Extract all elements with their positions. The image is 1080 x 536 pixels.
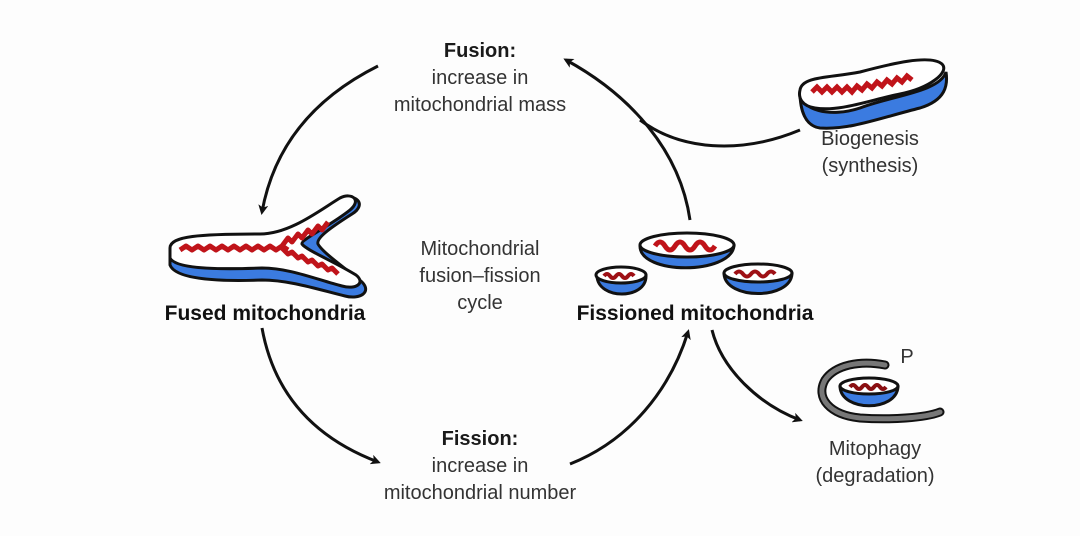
fission-heading: Fission: xyxy=(441,428,519,450)
mitochondrion-large xyxy=(638,231,736,270)
fusion-line-1: increase in xyxy=(431,67,529,89)
cycle-label: Mitochondrial fusion–fission cycle xyxy=(380,236,580,317)
biogenesis-line-2: (synthesis) xyxy=(821,155,919,177)
fission-line-2: mitochondrial number xyxy=(383,482,577,504)
cycle-line-1: Mitochondrial xyxy=(420,238,540,260)
phosphate-marker: P xyxy=(900,346,914,368)
biogenesis-label: Biogenesis (synthesis) xyxy=(790,126,950,180)
biogenesis-mitochondrion-icon xyxy=(798,58,949,130)
mitophagy-line-2: (degradation) xyxy=(815,465,935,487)
fissioned-label: Fissioned mitochondria xyxy=(576,302,814,325)
mitophagy-label: Mitophagy (degradation) xyxy=(790,436,960,490)
fusion-label: Fusion: increase in mitochondrial mass xyxy=(360,38,600,119)
cristae xyxy=(178,220,340,276)
arrow-fission-to-fissioned xyxy=(569,329,691,466)
fused-mitochondria-icon xyxy=(168,194,368,299)
arrow-fusion-to-fused xyxy=(258,64,379,215)
mitophagy-line-1: Mitophagy xyxy=(828,438,922,460)
fusion-heading: Fusion: xyxy=(443,40,517,62)
arrow-biogenesis-to-fusion xyxy=(639,118,801,148)
fused-label: Fused mitochondria xyxy=(164,302,366,325)
mitochondrion-small-left xyxy=(594,265,648,296)
arrow-fused-to-fission xyxy=(260,327,381,465)
fusion-line-2: mitochondrial mass xyxy=(393,94,567,116)
mitochondrion-small-right xyxy=(722,262,794,295)
mitophagy-icon xyxy=(817,358,945,424)
arrow-fissioned-to-mitophagy xyxy=(710,329,803,423)
cycle-line-3: cycle xyxy=(457,292,503,314)
fission-line-1: increase in xyxy=(431,455,529,477)
fission-label: Fission: increase in mitochondrial numbe… xyxy=(360,426,600,507)
cycle-line-2: fusion–fission xyxy=(419,265,541,287)
biogenesis-line-1: Biogenesis xyxy=(821,128,919,150)
fissioned-mitochondria-icon xyxy=(594,231,794,296)
